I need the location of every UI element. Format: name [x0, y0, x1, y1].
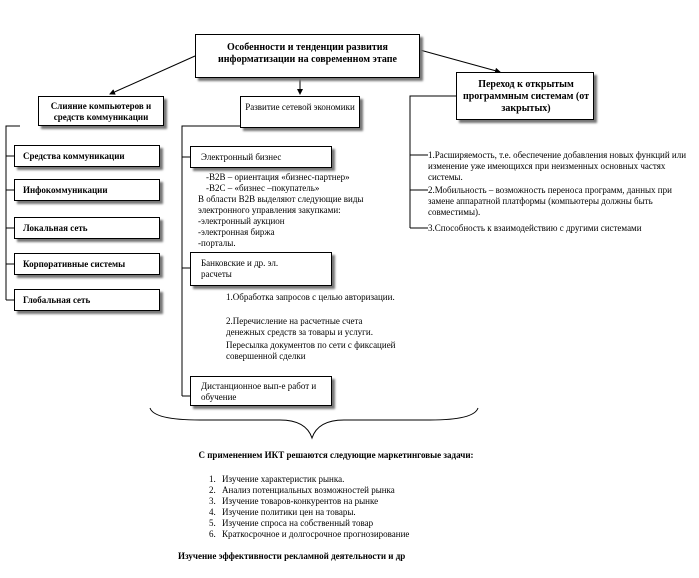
left-item-2: Инфокоммуникации: [14, 179, 160, 201]
task-item: Изучение товаров-конкурентов на рынке: [218, 496, 548, 507]
left-branch-box: Слияние компьютеров и средств коммуникац…: [38, 96, 164, 126]
task-item: Анализ потенциальных возможностей рынка: [218, 485, 548, 496]
distance-box: Дистанционное вып-е работ и обучение: [190, 376, 332, 406]
task-item: Краткосрочное и долгосрочное прогнозиров…: [218, 529, 548, 540]
left-branch-title: Слияние компьютеров и средств коммуникац…: [50, 101, 152, 122]
summary-intro: С применением ИКТ решаются следующие мар…: [198, 450, 474, 460]
task-item: Изучение характеристик рынка.: [218, 474, 548, 485]
left-item-3: Локальная сеть: [14, 217, 160, 239]
banking-box: Банковские и др. эл. расчеты: [190, 252, 332, 286]
left-item-5: Глобальная сеть: [14, 289, 160, 311]
task-item: Изучение политики цен на товары.: [218, 507, 548, 518]
main-title-box: Особенности и тенденции развития информа…: [195, 34, 420, 78]
summary-footer: Изучение эффективности рекламной деятель…: [178, 551, 406, 561]
right-branch-box: Переход к открытым программным системам …: [456, 72, 594, 120]
left-item-4: Корпоративные системы: [14, 253, 160, 275]
ebiz-title: Электронный бизнес: [201, 152, 282, 162]
center-branch-title: Развитие сетевой экономики: [245, 102, 355, 112]
task-item: Изучение спроса на собственный товар: [218, 518, 548, 529]
right-branch-title: Переход к открытым программным системам …: [462, 79, 590, 114]
ebiz-box: Электронный бизнес: [190, 146, 332, 168]
distance-title: Дистанционное вып-е работ и обучение: [201, 381, 317, 402]
left-item-1: Средства коммуникации: [14, 145, 160, 167]
task-list: Изучение характеристик рынка. Анализ пот…: [178, 474, 548, 540]
main-title: Особенности и тенденции развития информа…: [218, 42, 397, 65]
center-branch-box: Развитие сетевой экономики: [240, 96, 360, 128]
banking-title: Банковские и др. эл. расчеты: [201, 258, 279, 279]
